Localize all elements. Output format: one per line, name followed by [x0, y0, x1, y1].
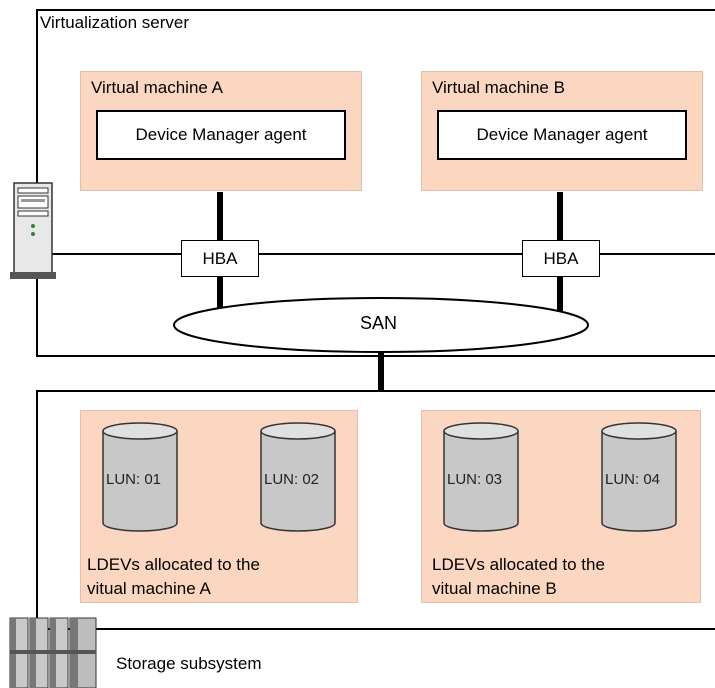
lun-cylinders-b — [443, 422, 677, 532]
virtual-machine-b: Virtual machine B Device Manager agent — [421, 71, 703, 191]
device-manager-agent-b: Device Manager agent — [437, 110, 687, 160]
hba-a: HBA — [181, 240, 259, 277]
lun-01-cylinder-icon — [102, 422, 178, 532]
ldev-group-b: LUN: 03 LUN: 04 LDEVs allocated to the v… — [421, 410, 701, 603]
lun-01-label: LUN: 01 — [106, 471, 162, 488]
san-label: SAN — [360, 313, 398, 333]
virtual-machine-a-title: Virtual machine A — [91, 78, 223, 97]
lun-02-label: LUN: 02 — [264, 471, 320, 488]
ldev-group-a-caption-line2: vitual machine A — [87, 579, 211, 598]
device-manager-agent-a: Device Manager agent — [96, 110, 346, 160]
lun-04-label: LUN: 04 — [605, 471, 661, 488]
lun-cylinders-a — [102, 422, 336, 532]
storage-subsystem-label: Storage subsystem — [116, 654, 262, 673]
hba-b: HBA — [522, 240, 600, 277]
ldev-group-a: LUN: 01 LUN: 02 LDEVs allocated to the v… — [80, 410, 358, 603]
ldev-group-a-caption-line1: LDEVs allocated to the — [87, 555, 260, 574]
server-tower-icon — [10, 182, 56, 279]
lun-03-label: LUN: 03 — [447, 471, 503, 488]
virtual-machine-b-title: Virtual machine B — [432, 78, 565, 97]
virtual-machine-a: Virtual machine A Device Manager agent — [80, 71, 362, 191]
ldev-group-b-caption-line1: LDEVs allocated to the — [432, 555, 605, 574]
ldev-group-b-caption-line2: vitual machine B — [432, 579, 557, 598]
lun-03-cylinder-icon — [443, 422, 519, 532]
storage-rack-icon — [9, 617, 97, 688]
lun-04-cylinder-icon — [601, 422, 677, 532]
lun-02-cylinder-icon — [260, 422, 336, 532]
virtualization-server-label: Virtualization server — [40, 13, 189, 32]
